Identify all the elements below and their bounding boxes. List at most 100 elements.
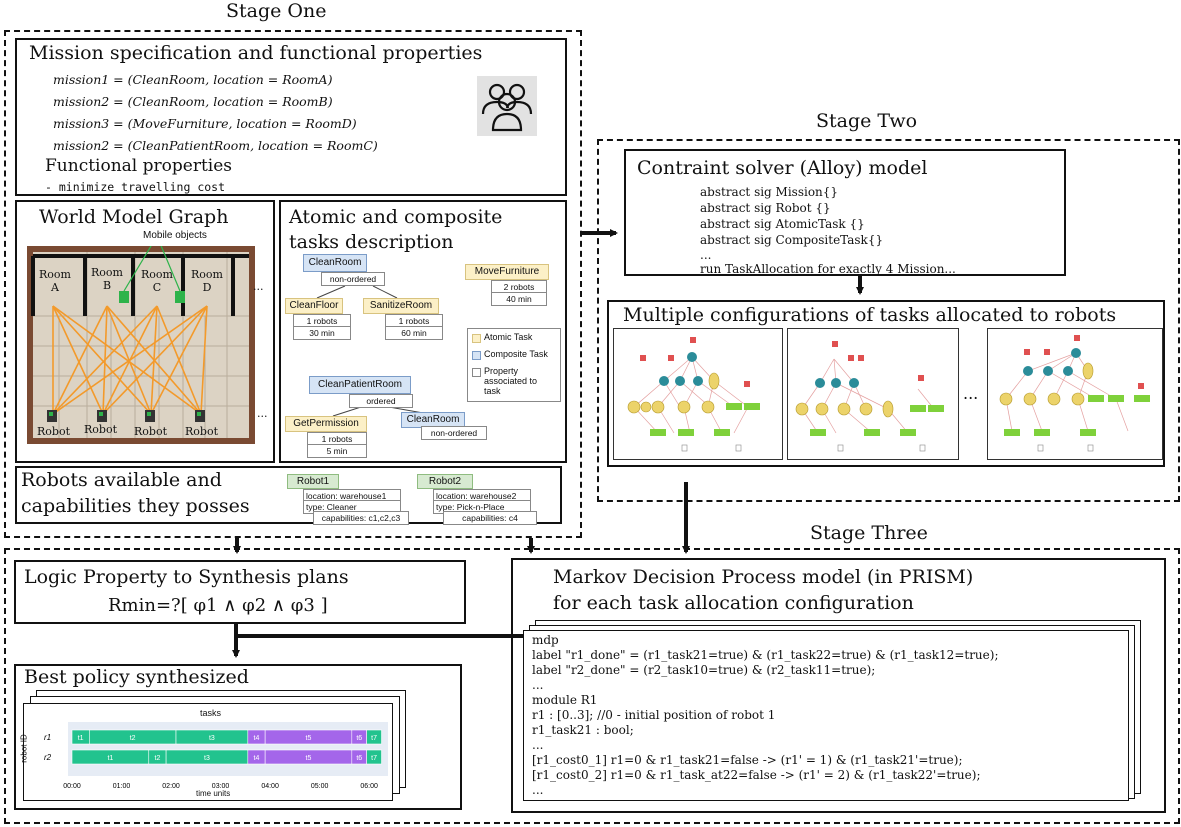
gantt-row-label: r2 — [44, 753, 52, 762]
gantt-bar-label: t7 — [371, 755, 377, 762]
stage-three-label: Stage Three — [806, 522, 932, 544]
gantt-bar-label: t2 — [155, 755, 161, 762]
mdp-line-8: ... — [532, 738, 544, 752]
alloy-line-2: abstract sig Robot {} — [700, 201, 831, 215]
legend-atomic-swatch — [472, 334, 481, 343]
gantt-bar-label: t5 — [306, 735, 312, 742]
stage-one-label: Stage One — [222, 0, 331, 22]
robot2-capabilities: capabilities: c4 — [443, 511, 537, 525]
mission-title: Mission specification and functional pro… — [29, 42, 483, 64]
mission-line-4: mission2 = (CleanPatientRoom, location =… — [53, 138, 378, 153]
gantt-bar — [366, 749, 382, 765]
mdp-line-3: label "r2_done" = (r2_task10=true) & (r2… — [532, 663, 876, 677]
world-ellipsis-bottom: ... — [257, 407, 268, 420]
stage-three-region — [4, 548, 1180, 824]
arrow-mdp-to-policy — [232, 634, 523, 658]
gantt-bar-label: t4 — [254, 755, 260, 762]
alloy-box: Contraint solver (Alloy) model abstract … — [624, 149, 1066, 276]
legend-property-swatch — [472, 368, 481, 377]
stage-two-label: Stage Two — [812, 110, 922, 132]
robot-label-2: Robot — [84, 423, 117, 436]
gantt-tick-label: 06:00 — [360, 783, 378, 790]
config-graph-3 — [987, 328, 1163, 460]
task-sanitize-room: SanitizeRoom — [363, 298, 439, 314]
world-map — [27, 246, 255, 444]
gantt-bar-label: t2 — [130, 735, 136, 742]
task-clean-room: CleanRoom — [303, 254, 367, 272]
alloy-line-5: ... — [700, 248, 712, 262]
config-graph-2 — [787, 328, 959, 460]
alloy-line-1: abstract sig Mission{} — [700, 185, 839, 199]
gantt-xlabel: time units — [196, 789, 231, 798]
gantt-bar-label: t3 — [204, 755, 210, 762]
gantt-tick-label: 01:00 — [113, 783, 131, 790]
gantt-tick-label: 05:00 — [311, 783, 329, 790]
robots-title-2: capabilities they posses — [21, 495, 250, 517]
mdp-line-7: r1_task21 : bool; — [532, 723, 634, 737]
gantt-tick-label: 02:00 — [162, 783, 180, 790]
world-model-box: World Model Graph Mobile objects Room A … — [15, 200, 275, 463]
tasks-box: Atomic and composite tasks description C… — [279, 200, 567, 463]
config-graph-1 — [613, 328, 783, 460]
task-legend: Atomic Task Composite Task Property asso… — [467, 328, 561, 402]
task-sanitize-time: 60 min — [385, 326, 443, 340]
gantt-bar-label: t3 — [209, 735, 215, 742]
robot1-capabilities: capabilities: c1,c2,c3 — [313, 511, 409, 525]
mdp-line-9: [r1_cost0_1] r1=0 & r1_task21=false -> (… — [532, 753, 963, 767]
gantt-title: tasks — [200, 708, 222, 718]
gantt-bar-label: t4 — [254, 735, 260, 742]
room-d-label: Room D — [191, 268, 223, 294]
policy-title: Best policy synthesized — [24, 666, 249, 688]
robot2-name: Robot2 — [417, 474, 473, 489]
configs-box: Multiple configurations of tasks allocat… — [607, 300, 1165, 467]
functional-item: - minimize travelling cost — [45, 180, 226, 194]
gantt-bar-label: t7 — [371, 735, 377, 742]
legend-composite-label: Composite Task — [484, 349, 548, 359]
gantt-row-label: r1 — [44, 733, 51, 742]
task-clean-floor: CleanFloor — [285, 298, 343, 314]
mdp-code-page: mdp label "r1_done" = (r1_task21=true) &… — [523, 630, 1129, 801]
mdp-line-10: [r1_cost0_2] r1=0 & r1_task_at22=false -… — [532, 768, 981, 782]
robots-box: Robots available and capabilities they p… — [15, 466, 562, 525]
mobile-objects-label: Mobile objects — [143, 230, 207, 241]
tasks-title-2: tasks description — [289, 231, 454, 253]
room-a-label: Room A — [39, 268, 71, 294]
mission-box: Mission specification and functional pro… — [15, 38, 567, 196]
mdp-line-1: mdp — [532, 633, 559, 647]
alloy-line-6: run TaskAllocation for exactly 4 Mission… — [700, 262, 956, 276]
world-ellipsis-top: ... — [253, 280, 264, 293]
room-c-label: Room C — [141, 268, 173, 294]
task-get-permission: GetPermission — [285, 416, 367, 432]
mission-line-1: mission1 = (CleanRoom, location = RoomA) — [53, 72, 333, 87]
gantt-bar-label: t1 — [78, 735, 84, 742]
gantt-bar — [366, 729, 382, 745]
gantt-bar-label: t5 — [306, 755, 312, 762]
gantt-tick-label: 04:00 — [261, 783, 279, 790]
robot-label-1: Robot — [37, 425, 70, 438]
task-clean-room-order: non-ordered — [321, 272, 385, 286]
mdp-line-4: ... — [532, 678, 544, 692]
legend-composite-swatch — [472, 351, 481, 360]
users-icon — [477, 76, 537, 136]
tasks-title-1: Atomic and composite — [289, 206, 503, 228]
mission-line-2: mission2 = (CleanRoom, location = RoomB) — [53, 94, 333, 109]
robots-title-1: Robots available and — [21, 469, 222, 491]
task-get-permission-time: 5 min — [307, 444, 367, 458]
robot-label-4: Robot — [185, 425, 218, 438]
logic-box: Logic Property to Synthesis plans Rmin=?… — [14, 560, 466, 624]
task-clean-room-2-order: non-ordered — [421, 426, 487, 440]
task-clean-floor-time: 30 min — [293, 326, 351, 340]
robot1-name: Robot1 — [287, 474, 339, 489]
stage-two-region — [597, 139, 1180, 502]
task-clean-patient-room: CleanPatientRoom — [309, 376, 411, 394]
configs-ellipsis: ... — [963, 384, 979, 403]
configs-title: Multiple configurations of tasks allocat… — [623, 304, 1117, 326]
mdp-line-2: label "r1_done" = (r1_task21=true) & (r1… — [532, 648, 999, 662]
gantt-bar-label: t1 — [107, 755, 113, 762]
mission-line-3: mission3 = (MoveFurniture, location = Ro… — [53, 116, 357, 131]
legend-property-label: Property associated to task — [484, 366, 538, 396]
gantt-tick-label: 00:00 — [63, 783, 81, 790]
